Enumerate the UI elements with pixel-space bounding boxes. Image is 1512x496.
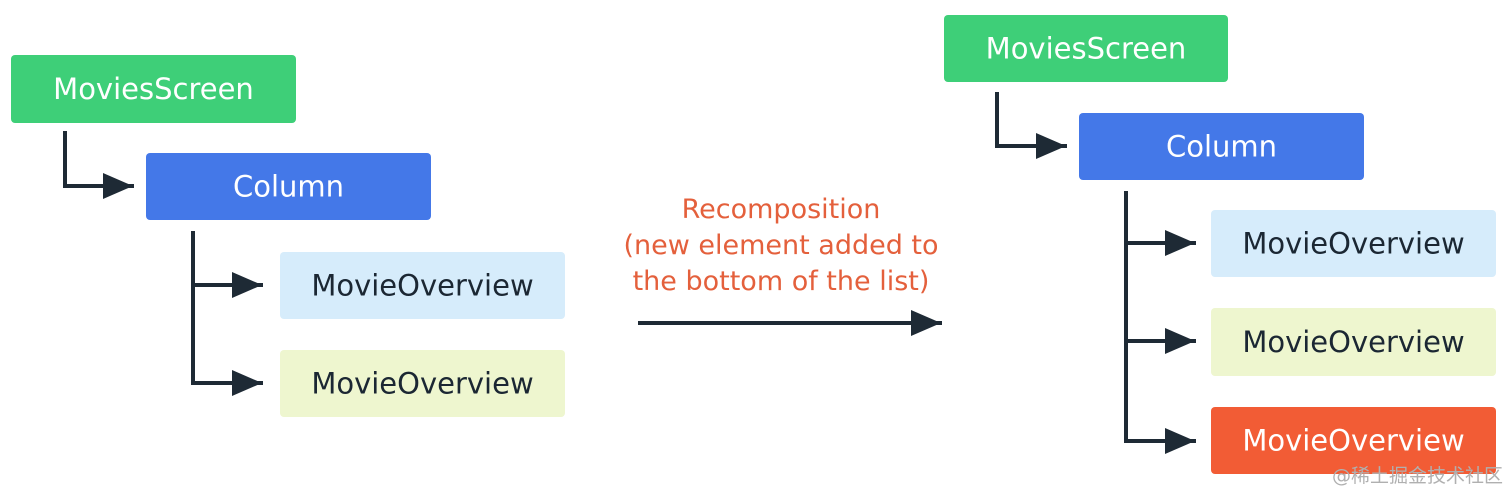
after-movie-overview-1: MovieOverview (1211, 210, 1496, 277)
before-root-node: MoviesScreen (11, 55, 296, 123)
after-movie-overview-new-label: MovieOverview (1242, 424, 1464, 458)
after-movie-overview-new: MovieOverview (1211, 407, 1496, 474)
after-movie-overview-2-label: MovieOverview (1242, 325, 1464, 359)
after-tree: MoviesScreen Column MovieOverview MovieO… (944, 15, 1496, 474)
after-column-label: Column (1166, 130, 1277, 164)
after-column-to-child-3-connector (1124, 339, 1196, 454)
before-movie-overview-2: MovieOverview (280, 350, 565, 417)
before-tree: MoviesScreen Column MovieOverview MovieO… (11, 55, 565, 417)
after-column-box (1079, 113, 1364, 180)
before-movie-overview-2-box (280, 350, 565, 417)
recomposition-transition: Recomposition (new element added to the … (623, 194, 942, 336)
before-movie-overview-1: MovieOverview (280, 252, 565, 319)
after-movie-overview-1-label: MovieOverview (1242, 227, 1464, 261)
after-movie-overview-1-box (1211, 210, 1496, 277)
before-column-node: Column (146, 153, 431, 220)
before-movie-overview-2-label: MovieOverview (311, 367, 533, 401)
before-column-box (146, 153, 431, 220)
after-column-to-child-2-connector (1124, 241, 1196, 354)
recomposition-caption-line-1: Recomposition (682, 194, 881, 225)
after-root-box (944, 15, 1228, 82)
recomposition-caption-line-2: (new element added to (623, 230, 938, 261)
after-movie-overview-2-box (1211, 308, 1496, 376)
before-column-to-child-2-connector (191, 283, 263, 396)
after-movie-overview-2: MovieOverview (1211, 308, 1496, 376)
after-column-to-child-1-connector (1124, 191, 1196, 256)
recomposition-caption-line-3: the bottom of the list) (633, 266, 930, 297)
before-column-to-child-1-connector (191, 231, 263, 298)
after-root-label: MoviesScreen (986, 32, 1187, 66)
after-movie-overview-new-box (1211, 407, 1496, 474)
before-root-box (11, 55, 296, 123)
before-movie-overview-1-box (280, 252, 565, 319)
before-column-label: Column (233, 170, 344, 204)
before-root-label: MoviesScreen (53, 72, 254, 106)
after-column-node: Column (1079, 113, 1364, 180)
before-root-to-column-connector (63, 131, 134, 199)
after-root-to-column-connector (995, 92, 1067, 159)
watermark-text: @稀土掘金技术社区 (1332, 465, 1503, 487)
before-movie-overview-1-label: MovieOverview (311, 269, 533, 303)
after-root-node: MoviesScreen (944, 15, 1228, 82)
